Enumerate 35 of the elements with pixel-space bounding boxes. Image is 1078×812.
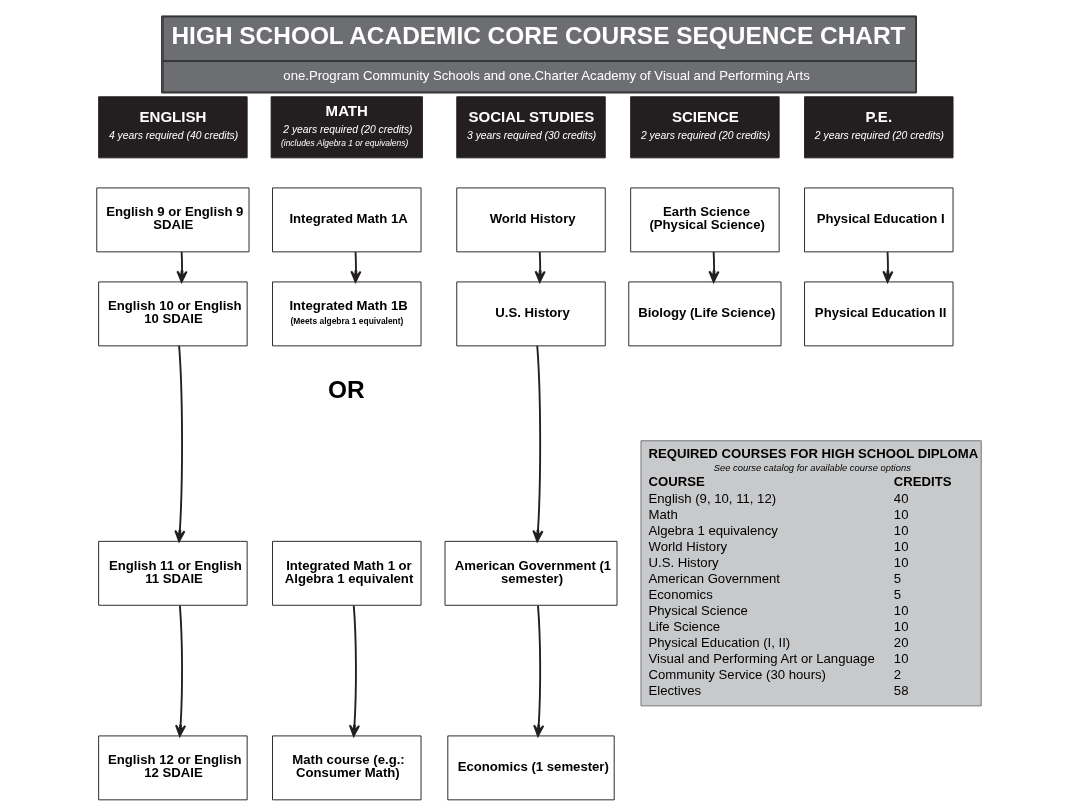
node-box: Physical Education I (804, 187, 954, 253)
node-box: American Government (1 semester) (444, 540, 618, 606)
node-box: Integrated Math 1 or Algebra 1 equivalent (272, 540, 422, 606)
node-box: English 10 or English 10 SDAIE (98, 281, 248, 347)
node-box: World History (456, 187, 606, 253)
caption: one.Program Community Schools and one.Charter Academy of Visual and Performing Arts (283, 68, 810, 84)
arrow (708, 251, 720, 283)
node-box: SCIENCE 2 years required (20 credits) (630, 96, 780, 159)
node-box: Physical Education II (804, 281, 954, 347)
label: OR (327, 376, 365, 404)
node-box: Biology (Life Science) (628, 281, 782, 347)
node-box: English 9 or English 9 SDAIE (96, 187, 250, 253)
arrow (348, 604, 361, 737)
arrow (350, 251, 362, 283)
node-box: English 11 or English 11 SDAIE (98, 540, 248, 606)
node-box: Math course (e.g.: Consumer Math) (272, 735, 422, 801)
node-box: MATH 2 years required (20 credits) (includes Algebra 1 or equivalens) (270, 96, 423, 159)
arrow (533, 604, 545, 737)
node-box: English 12 or English 12 SDAIE (98, 735, 248, 801)
arrow (175, 604, 187, 737)
node-box: SOCIAL STUDIES 3 years required (30 credits) (456, 96, 606, 159)
node-box: ENGLISH 4 years required (40 credits) (98, 96, 248, 159)
node-box: REQUIRED COURSES FOR HIGH SCHOOL DIPLOMA See course catalog for available course options COURSE CREDITS English (9, 10, 11, 12) 40 Math 10 Algebra 1 equivalency 10 World History 10 U.S. History 10 American Government 5 Economics 5 Physical Science 10 Life Science 10 Physical Education (I, II) 20 Visual and Performing Art or Language 10 Community Service (30 hours) 2 Electives 58 (640, 440, 982, 707)
node-box: Earth Science (Physical Science) (630, 187, 780, 253)
node-box: Economics (1 semester) (447, 735, 615, 801)
arrow (176, 251, 188, 283)
arrow (532, 344, 544, 543)
node-box: U.S. History (456, 281, 606, 347)
arrow (882, 251, 894, 283)
node-box: Integrated Math 1B (Meets algebra 1 equivalent) (272, 281, 422, 347)
diagram-title: HIGH SCHOOL ACADEMIC CORE COURSE SEQUENCE CHART (171, 21, 906, 49)
arrow (174, 344, 186, 543)
node-box: Integrated Math 1A (272, 187, 422, 253)
arrow (534, 251, 546, 283)
node-box: P.E. 2 years required (20 credits) (804, 96, 954, 159)
